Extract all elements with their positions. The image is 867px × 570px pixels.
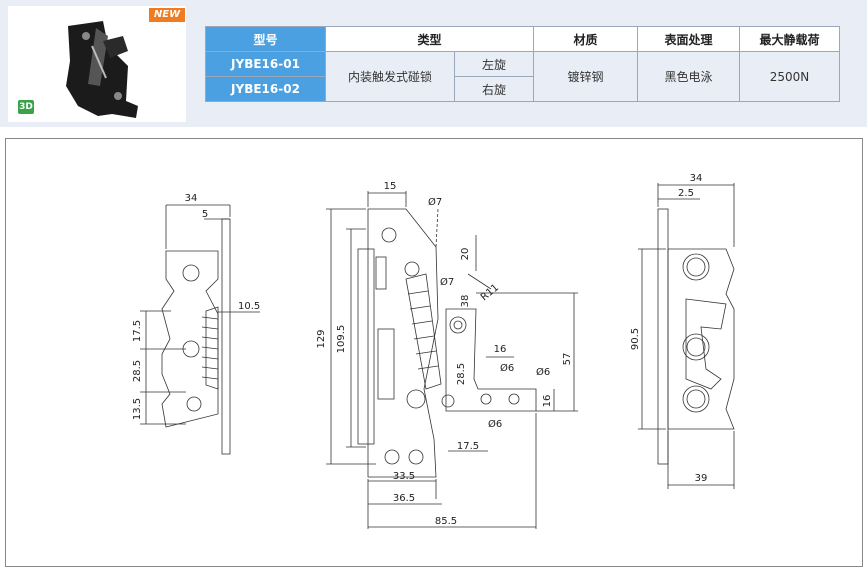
direction-cell: 右旋 — [454, 76, 534, 102]
side-view-right — [638, 183, 735, 489]
product-header-band: NEW 3D 型号 类型 材质 表面处理 最大静载荷 JYBE16-01 内装触… — [0, 0, 867, 127]
product-thumbnail — [8, 6, 186, 122]
dim-right-height: 90.5 — [630, 328, 641, 350]
model-cell[interactable]: JYBE16-02 — [205, 76, 326, 102]
technical-drawing-panel: 34 5 10.5 17.5 28.5 13.5 15 Ø7 20 Ø7 129… — [5, 138, 863, 567]
table-row: JYBE16-01 内装触发式碰锁 左旋 镀锌钢 黑色电泳 2500N — [205, 51, 840, 102]
dim-mid-v16: 16 — [542, 395, 553, 408]
header-max-load: 最大静载荷 — [739, 26, 840, 52]
dim-mid-h57: 57 — [562, 353, 573, 366]
direction-cell: 左旋 — [454, 51, 534, 77]
dim-mid-top: 15 — [384, 181, 397, 192]
dim-mid-h109: 109.5 — [336, 325, 347, 354]
front-view-middle — [326, 191, 578, 529]
dim-mid-r11: R11 — [479, 282, 501, 303]
dim-mid-d16: 16 — [494, 344, 507, 355]
dim-right-width: 34 — [690, 173, 703, 184]
dim-mid-w85: 85.5 — [435, 516, 457, 527]
dim-mid-hole-b2: Ø6 — [536, 366, 550, 378]
max-load-cell: 2500N — [739, 51, 840, 102]
dim-left-d1: 10.5 — [238, 301, 260, 312]
table-row: JYBE16-02 右旋 — [205, 76, 840, 102]
dim-mid-hole-mid: Ø7 — [440, 276, 454, 288]
dim-mid-hole-b1: Ø6 — [500, 362, 514, 374]
latch-photo-icon — [66, 21, 138, 118]
dim-left-d3: 28.5 — [132, 360, 143, 382]
3d-view-button[interactable]: 3D — [18, 100, 34, 114]
dim-left-d2: 17.5 — [132, 320, 143, 342]
dim-mid-w36: 36.5 — [393, 493, 415, 504]
new-badge: NEW — [149, 8, 185, 22]
type-cell: 内装触发式碰锁 — [325, 51, 455, 102]
dim-mid-hole-top: Ø7 — [428, 196, 442, 208]
dim-left-width: 34 — [185, 193, 198, 204]
side-view-left — [140, 204, 260, 455]
header-finish: 表面处理 — [637, 26, 740, 52]
finish-cell: 黑色电泳 — [637, 51, 740, 102]
dim-mid-v28: 28.5 — [456, 363, 467, 385]
dim-right-offset: 2.5 — [678, 188, 694, 199]
header-type: 类型 — [325, 26, 534, 52]
dim-mid-v38: 38 — [460, 295, 471, 308]
dim-mid-h129: 129 — [316, 329, 327, 348]
dim-left-d4: 13.5 — [132, 398, 143, 420]
header-model: 型号 — [205, 26, 326, 52]
model-cell[interactable]: JYBE16-01 — [205, 51, 326, 77]
dim-mid-hole-b3: Ø6 — [488, 418, 502, 430]
spec-table: 型号 类型 材质 表面处理 最大静载荷 JYBE16-01 内装触发式碰锁 左旋… — [205, 26, 840, 102]
dim-mid-w33: 33.5 — [393, 471, 415, 482]
technical-drawing: 34 5 10.5 17.5 28.5 13.5 15 Ø7 20 Ø7 129… — [132, 173, 735, 529]
dim-right-bottom: 39 — [695, 473, 708, 484]
table-header-row: 型号 类型 材质 表面处理 最大静载荷 — [205, 26, 840, 52]
dim-mid-w17: 17.5 — [457, 441, 479, 452]
material-cell: 镀锌钢 — [533, 51, 638, 102]
header-material: 材质 — [533, 26, 638, 52]
dim-left-offset: 5 — [202, 209, 208, 220]
dim-mid-h20: 20 — [460, 248, 471, 261]
